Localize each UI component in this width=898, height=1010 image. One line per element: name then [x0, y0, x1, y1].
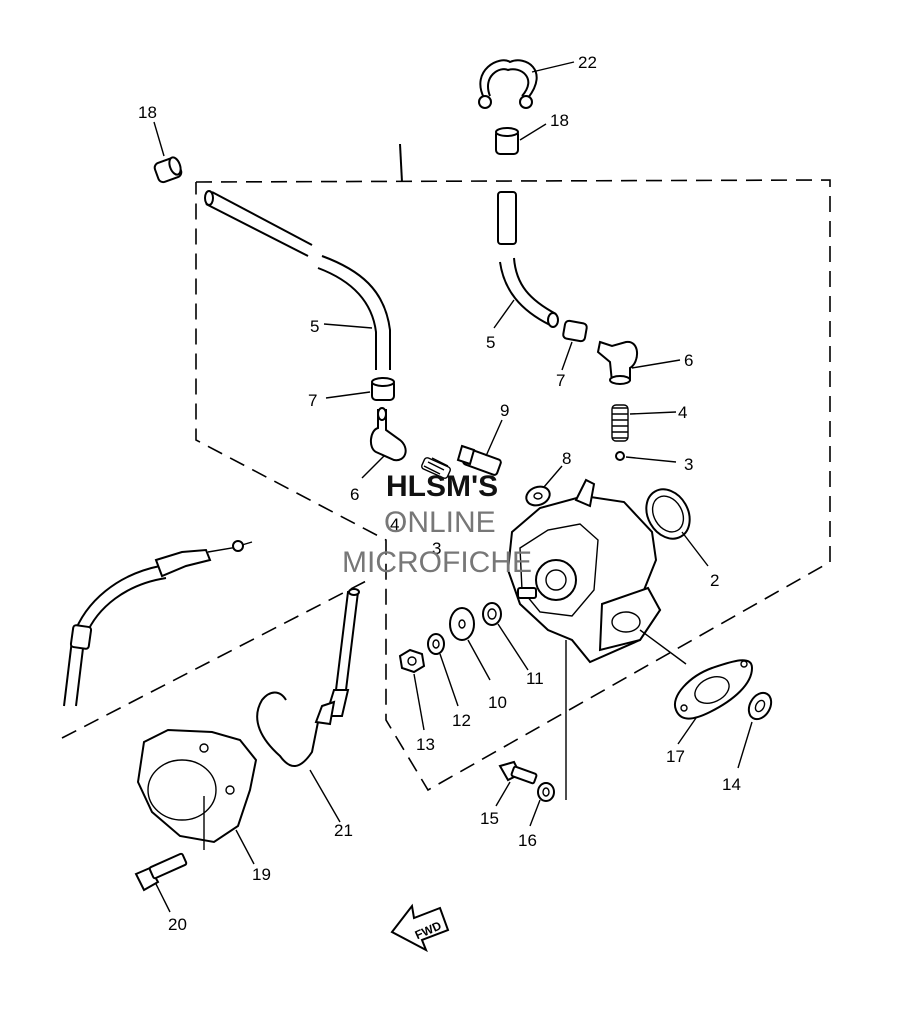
callout-19: 19 [252, 865, 271, 884]
assembly-boundary [61, 143, 831, 792]
callout-11: 11 [526, 669, 544, 688]
callout-18-right: 18 [550, 111, 569, 130]
gasket-17 [673, 659, 754, 745]
callout-5-left: 5 [310, 317, 319, 336]
callout-8: 8 [562, 449, 571, 468]
callout-6-left: 6 [350, 485, 359, 504]
callout-7-right: 7 [556, 371, 565, 390]
callout-3-right: 3 [684, 455, 693, 474]
callout-6-right: 6 [684, 351, 693, 370]
washer-8 [525, 465, 563, 507]
callout-9: 9 [500, 401, 509, 420]
callout-22: 22 [578, 53, 597, 72]
clip-part [478, 59, 575, 109]
callout-20: 20 [168, 915, 187, 934]
watermark-line1: HLSM'S [386, 470, 498, 503]
fwd-arrow-icon: FWD [390, 903, 450, 953]
callout-4-center: 4 [390, 515, 399, 534]
nut-13 [398, 648, 426, 731]
bolt-15 [495, 760, 538, 807]
callout-21: 21 [334, 821, 353, 840]
callout-5-right: 5 [486, 333, 495, 352]
pump-cover-19 [136, 728, 258, 865]
oil-pump-body [506, 478, 687, 800]
spring-right [611, 404, 677, 442]
elbow-fitting-right [596, 340, 681, 385]
callout-3-center: 3 [432, 539, 441, 558]
screw-9 [456, 419, 503, 476]
ball-right [615, 451, 677, 463]
oil-seal-2 [645, 488, 709, 567]
sleeve-part-left [153, 121, 183, 184]
callout-16: 16 [518, 831, 537, 850]
hose-left [204, 190, 391, 370]
watermark-line3: MICROFICHE [342, 546, 532, 579]
washer-16 [529, 782, 555, 827]
callout-10: 10 [488, 693, 507, 712]
callout-14: 14 [722, 775, 741, 794]
sleeve-7-left [325, 377, 395, 401]
callout-15: 15 [480, 809, 499, 828]
callout-labels: 22 18 18 5 5 7 7 6 6 9 4 3 8 4 3 2 10 11… [138, 53, 741, 934]
cable-21 [256, 588, 360, 823]
washer-14 [737, 691, 773, 769]
callout-4-right: 4 [678, 403, 687, 422]
callout-12: 12 [452, 711, 471, 730]
throttle-cable [63, 540, 253, 707]
watermark: HLSM'S ONLINE MICROFICHE [342, 470, 532, 579]
callout-2: 2 [710, 571, 719, 590]
sleeve-7-right [561, 319, 588, 371]
callout-13: 13 [416, 735, 435, 754]
screw-20 [134, 852, 188, 913]
sleeve-part-right [495, 123, 547, 155]
hose-right [493, 191, 559, 329]
callout-17: 17 [666, 747, 685, 766]
callout-7-left: 7 [308, 391, 317, 410]
washer-11 [482, 602, 529, 671]
watermark-line2: ONLINE [384, 506, 496, 539]
callout-18-left: 18 [138, 103, 157, 122]
plate-10 [449, 607, 491, 681]
washer-12 [427, 633, 459, 707]
elbow-fitting-left [361, 407, 407, 479]
spring-center [421, 457, 451, 479]
